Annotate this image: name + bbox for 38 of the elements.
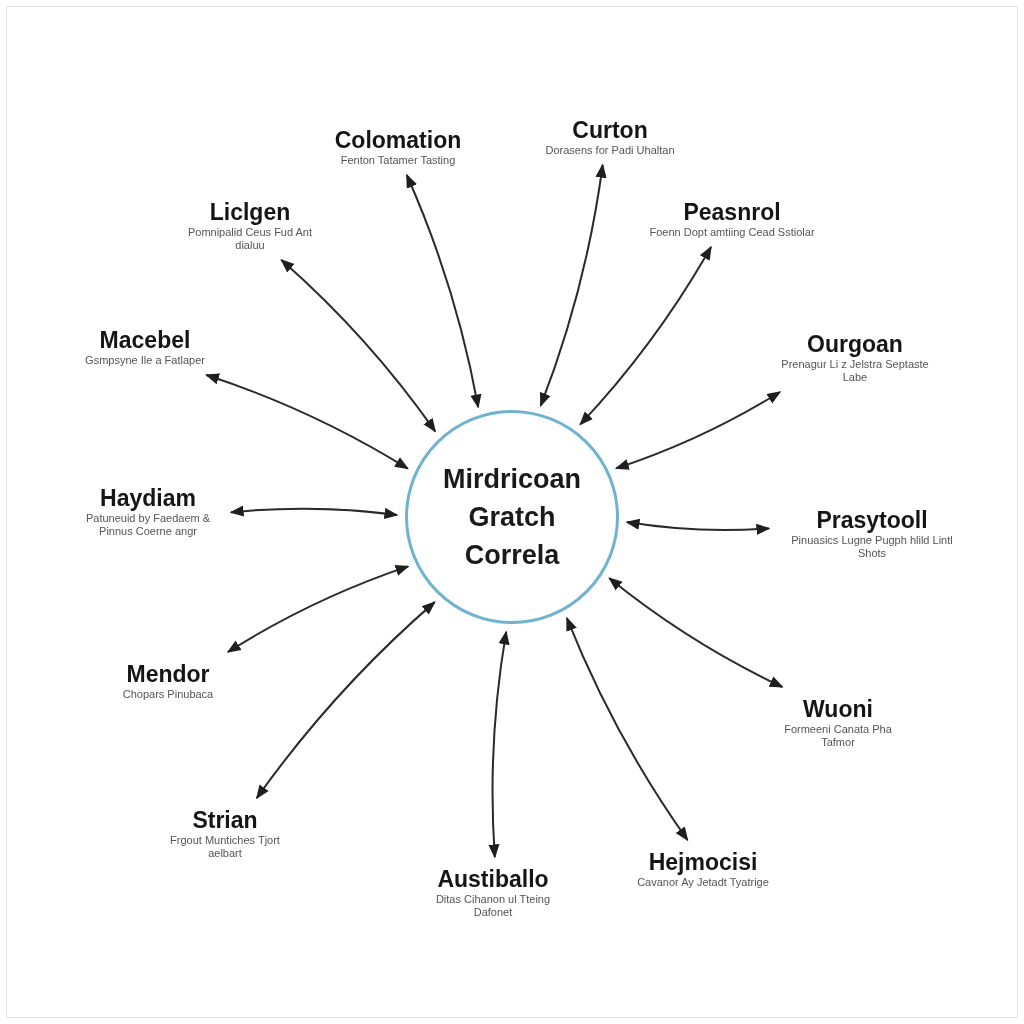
double-arrow [608, 577, 784, 688]
double-arrow [280, 259, 437, 433]
node-description: Chopars Pinubaca [121, 688, 215, 701]
double-arrow [405, 173, 482, 409]
node-title: Austiballo [437, 865, 549, 893]
double-arrow [565, 616, 689, 842]
node-title: Strian [192, 806, 258, 834]
node-description: Formeeni Canata Pha Tafmor [783, 723, 893, 749]
node-title: Macebel [99, 326, 191, 354]
node-description: Ditas Cihanon ul Tteing Dafonet [434, 893, 552, 919]
node-title: Curton [572, 116, 648, 144]
node-description: Gsmpsyne Ile a Fatlaper [84, 354, 206, 367]
node-title: Ourgoan [807, 330, 903, 358]
double-arrow [229, 505, 399, 520]
center-label: Mirdricoan Gratch Correla [442, 463, 582, 572]
node-description: Patuneuid by Faedaem & Pinnus Coerne angr [84, 512, 212, 538]
node-description: Dorasens for Padi Uhaltan [544, 144, 676, 157]
node-description: Prenagur Li z Jelstra Septaste Labe [780, 358, 930, 384]
node-description: Frgout Muntiches Tjort aelbart [169, 834, 281, 860]
node-title: Prasytooll [816, 506, 928, 534]
node-description: Pinuasics Lugne Pugph hlild Lintl Shots [790, 534, 954, 560]
node-description: Foenn Dopt amtiing Cead Sstiolar [648, 226, 816, 239]
node-title: Hejmocisi [648, 848, 758, 876]
node-description: Fenton Tatamer Tasting [339, 154, 457, 167]
double-arrow [488, 630, 510, 859]
double-arrow [579, 245, 712, 426]
double-arrow [625, 518, 771, 535]
node-title: Haydiam [100, 484, 196, 512]
node-title: Liclgen [209, 198, 291, 226]
double-arrow [255, 601, 436, 800]
double-arrow [539, 163, 607, 407]
node-title: Mendor [126, 660, 210, 688]
node-title: Wuoni [803, 695, 873, 723]
node-title: Colomation [334, 126, 462, 154]
double-arrow [226, 565, 410, 653]
node-description: Cavanor Ay Jetadt Tyatrige [636, 876, 770, 889]
node-description: Pomnipalid Ceus Fud Ant dialuu [186, 226, 314, 252]
node-title: Peasnrol [683, 198, 781, 226]
